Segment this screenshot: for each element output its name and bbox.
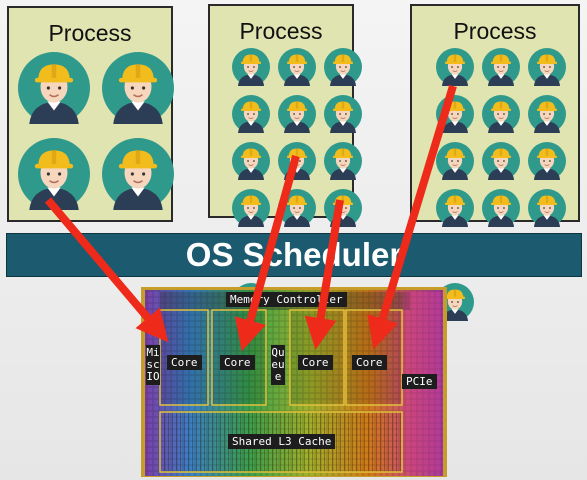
queue-label: Queue	[271, 345, 285, 385]
worker-icon	[528, 95, 566, 133]
worker-icon	[324, 142, 362, 180]
worker-icon	[528, 142, 566, 180]
worker-icon	[436, 48, 474, 86]
core-label-3: Core	[298, 355, 333, 370]
process-box-1: Process	[7, 6, 174, 222]
worker-icon	[482, 189, 520, 227]
worker-icon	[324, 95, 362, 133]
worker-icon	[482, 95, 520, 133]
worker-icon	[232, 95, 270, 133]
core-label-2: Core	[220, 355, 255, 370]
worker-icon	[278, 95, 316, 133]
worker-icon	[324, 48, 362, 86]
process-title: Process	[239, 18, 323, 44]
worker-icon	[18, 138, 90, 210]
worker-icon	[482, 142, 520, 180]
worker-icon	[278, 48, 316, 86]
worker-icon	[482, 48, 520, 86]
worker-icon	[528, 189, 566, 227]
core-label-4: Core	[352, 355, 387, 370]
worker-icon	[528, 48, 566, 86]
misc-io-label: Misc IO	[146, 345, 160, 385]
l3-cache-label: Shared L3 Cache	[228, 434, 336, 449]
worker-icon	[18, 52, 90, 124]
memory-controller-label: Memory Controller	[226, 292, 347, 307]
core-label-1: Core	[167, 355, 202, 370]
worker-icon	[232, 48, 270, 86]
process-title: Process	[453, 18, 537, 44]
pcie-label: PCIe	[402, 374, 437, 389]
process-title: Process	[48, 20, 132, 46]
worker-icon	[102, 52, 174, 124]
